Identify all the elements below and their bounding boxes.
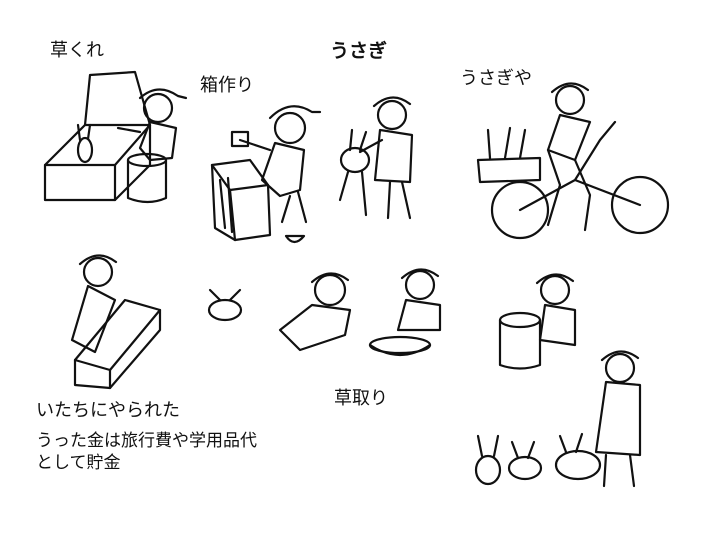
scene-gathering-grass: [207, 268, 577, 370]
label-kusatori: 草取り: [334, 388, 388, 409]
note-line-2: として貯金: [36, 453, 121, 473]
scene-weasel-attack: [70, 254, 162, 390]
scene-rabbit-seller: [476, 82, 670, 240]
label-hakozukuri: 箱作り: [200, 75, 254, 96]
note-line-1: うった金は旅行費や学用品代: [36, 431, 257, 451]
scene-holding-rabbit: [338, 96, 414, 220]
scene-feeding-grass: [43, 70, 188, 204]
label-usagi: うさぎ: [330, 40, 388, 62]
label-itachi: いたちにやられた: [36, 400, 180, 421]
label-kusakure: 草くれ: [50, 40, 104, 61]
scene-rabbits: [474, 350, 642, 488]
label-usagiya: うさぎや: [460, 68, 532, 89]
scene-box-making: [210, 105, 322, 244]
